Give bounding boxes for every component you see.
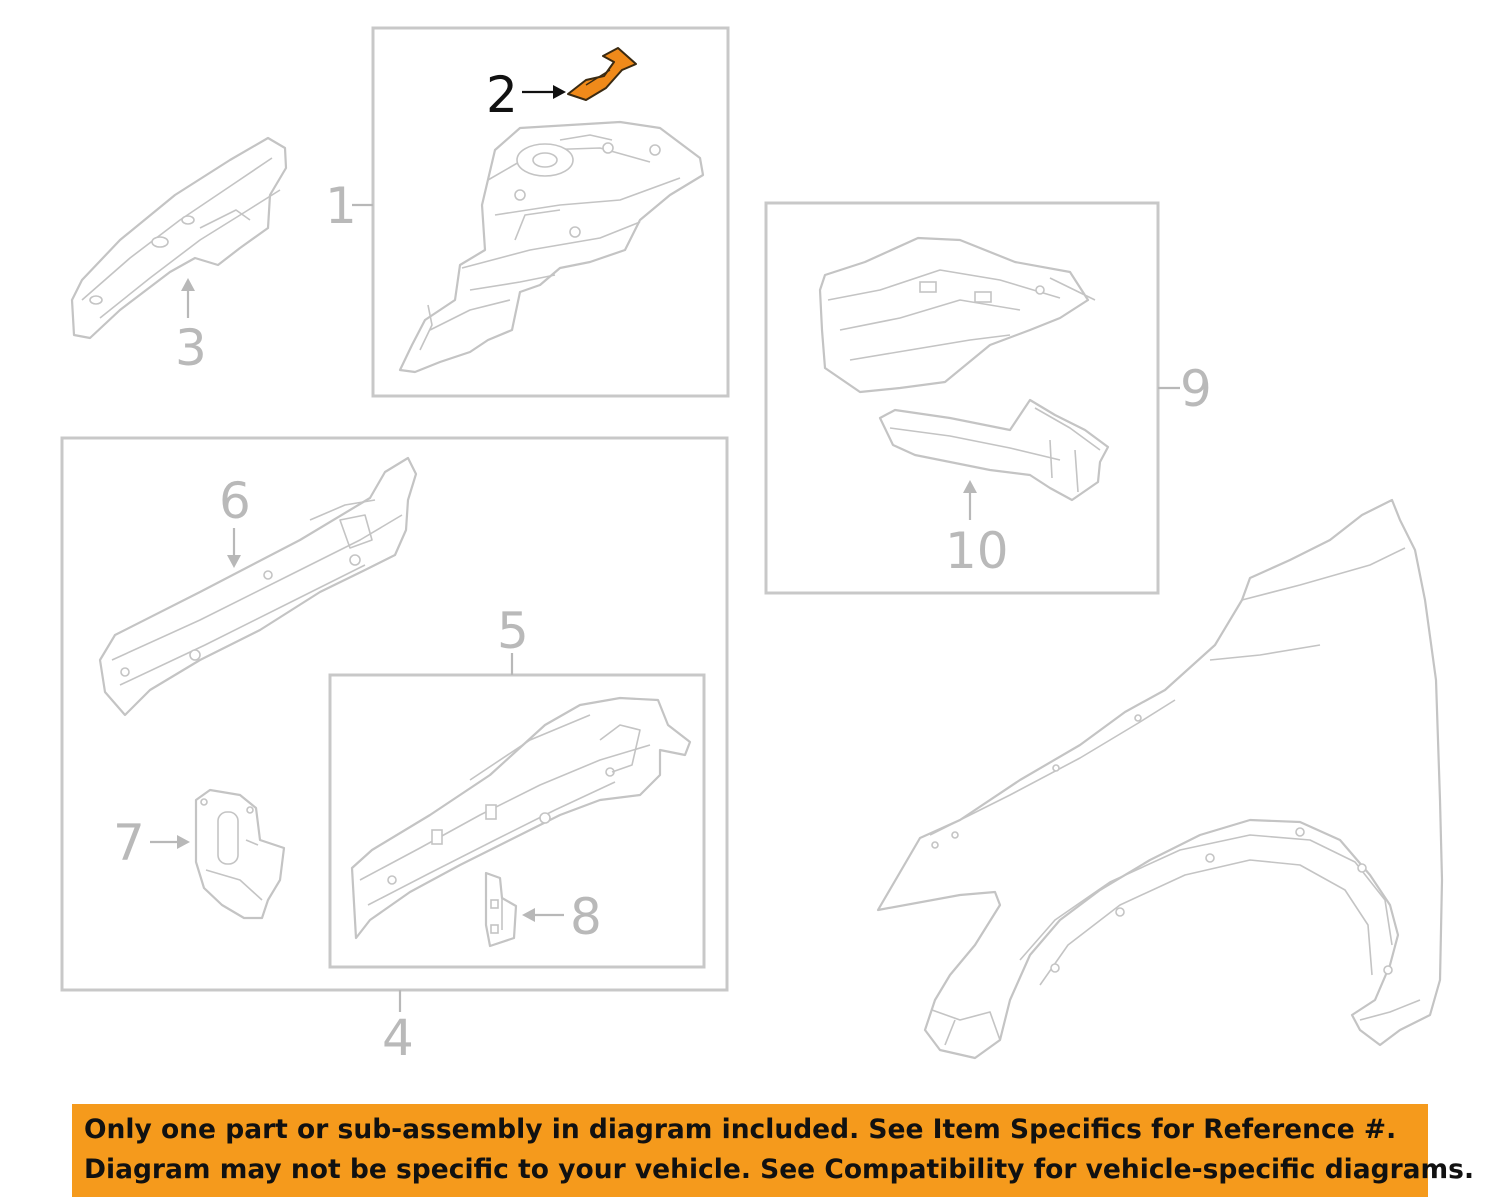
part-7-bracket <box>194 788 286 920</box>
fender-panel <box>876 498 1444 1060</box>
callout-2: 2 <box>486 66 518 124</box>
disclaimer-line-2: Diagram may not be specific to your vehi… <box>84 1154 1475 1185</box>
group-box-5 <box>328 673 706 969</box>
part-3-upper-rail <box>70 136 288 340</box>
part-9-rear-apron <box>818 236 1096 394</box>
part-2-bracket-highlighted <box>567 47 637 101</box>
callout-7: 7 <box>113 814 145 872</box>
callout-3: 3 <box>175 319 207 377</box>
callout-10: 10 <box>945 522 1009 580</box>
arrow-6 <box>227 555 241 568</box>
disclaimer-banner: Only one part or sub-assembly in diagram… <box>72 1104 1475 1197</box>
arrow-2 <box>553 85 566 99</box>
group-box-9 <box>764 201 1160 595</box>
arrow-8 <box>522 908 535 922</box>
part-8-plate <box>484 871 518 948</box>
arrow-3 <box>181 278 195 291</box>
arrow-10 <box>963 480 977 493</box>
callout-1: 1 <box>325 177 357 235</box>
callout-4: 4 <box>382 1009 414 1067</box>
part-5-rail-extension <box>350 696 692 940</box>
callout-5: 5 <box>497 602 529 660</box>
group-box-4 <box>60 436 729 992</box>
callout-8: 8 <box>570 888 602 946</box>
callout-6: 6 <box>219 472 251 530</box>
part-6-front-rail <box>98 456 418 717</box>
group-box-1 <box>371 26 730 398</box>
arrow-7 <box>177 835 190 849</box>
disclaimer-line-1: Only one part or sub-assembly in diagram… <box>84 1114 1397 1145</box>
callout-9: 9 <box>1180 360 1212 418</box>
part-1-apron-assembly <box>398 120 705 374</box>
part-10-bracket <box>878 398 1110 502</box>
